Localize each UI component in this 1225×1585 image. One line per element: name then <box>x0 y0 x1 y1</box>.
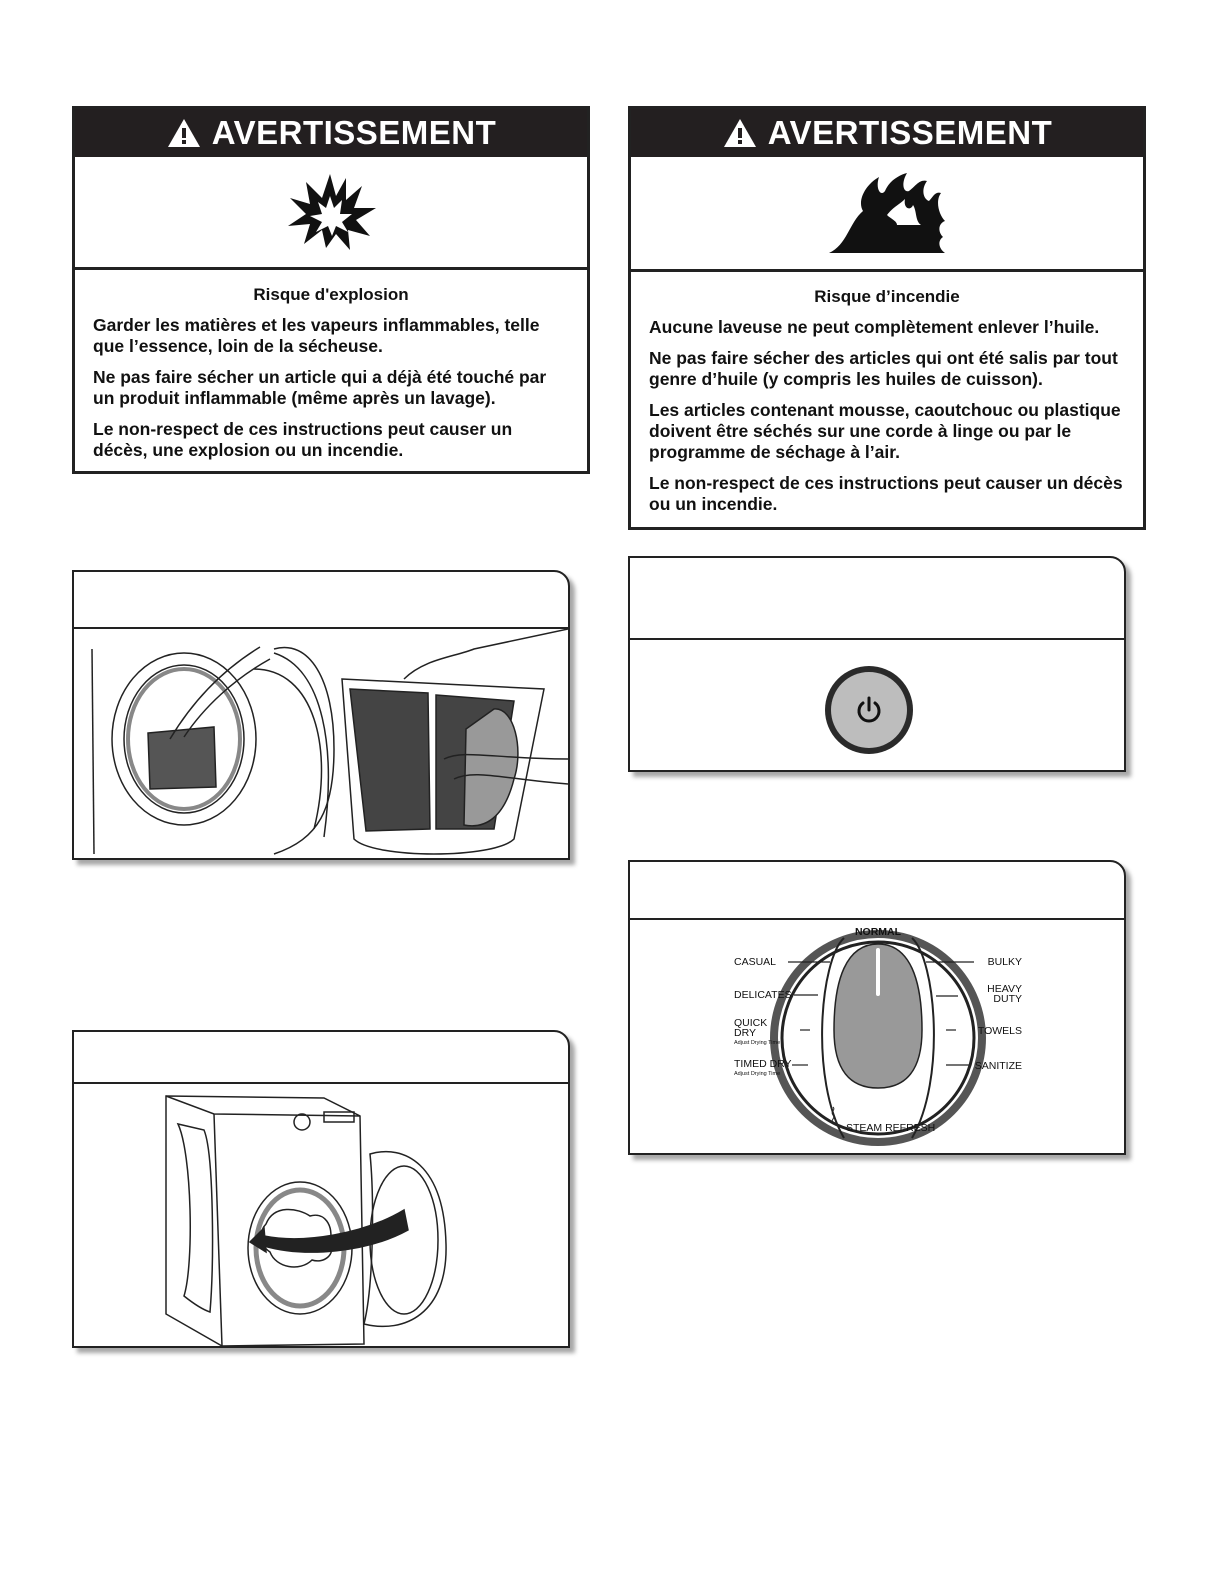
warning-paragraph: Le non-respect de ces instructions peut … <box>649 473 1123 514</box>
dial-label-timed-dry: TIMED DRY <box>734 1058 792 1070</box>
dial-label-casual: CASUAL <box>734 956 776 968</box>
cycle-dial[interactable]: NORMAL CASUAL DELICATES QUICK DRY Adjust… <box>630 920 1124 1155</box>
dial-label-towels: TOWELS <box>978 1025 1022 1037</box>
dial-label-bulky: BULKY <box>988 956 1022 968</box>
dial-label-quick: QUICK <box>734 1017 767 1029</box>
load-dryer-panel <box>72 1030 570 1348</box>
dial-label-duty: DUTY <box>993 993 1022 1005</box>
dial-label-delicates: DELICATES <box>734 989 792 1001</box>
load-dryer-illustration <box>165 1095 447 1346</box>
warning-paragraph: Les articles contenant mousse, caoutchou… <box>649 400 1121 462</box>
warning-triangle-icon <box>723 119 756 147</box>
warning-header-text: AVERTISSEMENT <box>211 114 497 151</box>
dial-label-heavy: HEAVY <box>987 983 1022 995</box>
lint-filter-panel <box>72 570 570 860</box>
warning-header-text: AVERTISSEMENT <box>767 114 1053 151</box>
dial-label-sanitize: SANITIZE <box>975 1060 1022 1072</box>
dial-label-steam-refresh: STEAM REFRESH <box>846 1122 935 1134</box>
power-icon <box>857 696 881 723</box>
risk-title: Risque d'explosion <box>253 285 409 304</box>
explosion-icon <box>288 174 376 250</box>
warning-paragraph: Garder les matières et les vapeurs infla… <box>93 315 540 356</box>
risk-title: Risque d’incendie <box>814 287 960 306</box>
dial-sub-timed-dry: Adjust Drying Time <box>734 1071 780 1077</box>
fire-icon-area <box>631 157 1143 272</box>
panel-header <box>630 862 1124 920</box>
steam-icon <box>831 1106 835 1124</box>
fire-icon <box>829 173 945 253</box>
panel-header <box>630 558 1124 640</box>
warning-body: Risque d’incendie Aucune laveuse ne peut… <box>631 272 1143 535</box>
explosion-icon-area <box>75 157 587 270</box>
warning-paragraph: Aucune laveuse ne peut complètement enle… <box>649 317 1100 337</box>
power-panel <box>628 556 1126 772</box>
warning-box-fire: AVERTISSEMENT Risque d’incendie Aucune l… <box>628 106 1146 530</box>
warning-triangle-icon <box>167 119 200 147</box>
warning-header: AVERTISSEMENT <box>75 109 587 157</box>
cycle-dial-panel: NORMAL CASUAL DELICATES QUICK DRY Adjust… <box>628 860 1126 1155</box>
warning-body: Risque d'explosion Garder les matières e… <box>75 270 587 481</box>
lint-filter-illustration <box>91 629 568 855</box>
dial-label-dry: DRY <box>734 1027 756 1039</box>
warning-box-explosion: AVERTISSEMENT Risque d'explosion Garder … <box>72 106 590 474</box>
warning-header: AVERTISSEMENT <box>631 109 1143 157</box>
panel-header <box>74 1032 568 1084</box>
dial-sub-quick-dry: Adjust Drying Time <box>734 1040 780 1046</box>
power-button[interactable] <box>825 666 913 754</box>
warning-paragraph: Le non-respect de ces instructions peut … <box>93 419 513 460</box>
warning-paragraph: Ne pas faire sécher un article qui a déj… <box>93 367 547 408</box>
dial-label-normal: NORMAL <box>855 926 902 938</box>
warning-paragraph: Ne pas faire sécher des articles qui ont… <box>649 348 1118 389</box>
panel-header <box>74 572 568 629</box>
